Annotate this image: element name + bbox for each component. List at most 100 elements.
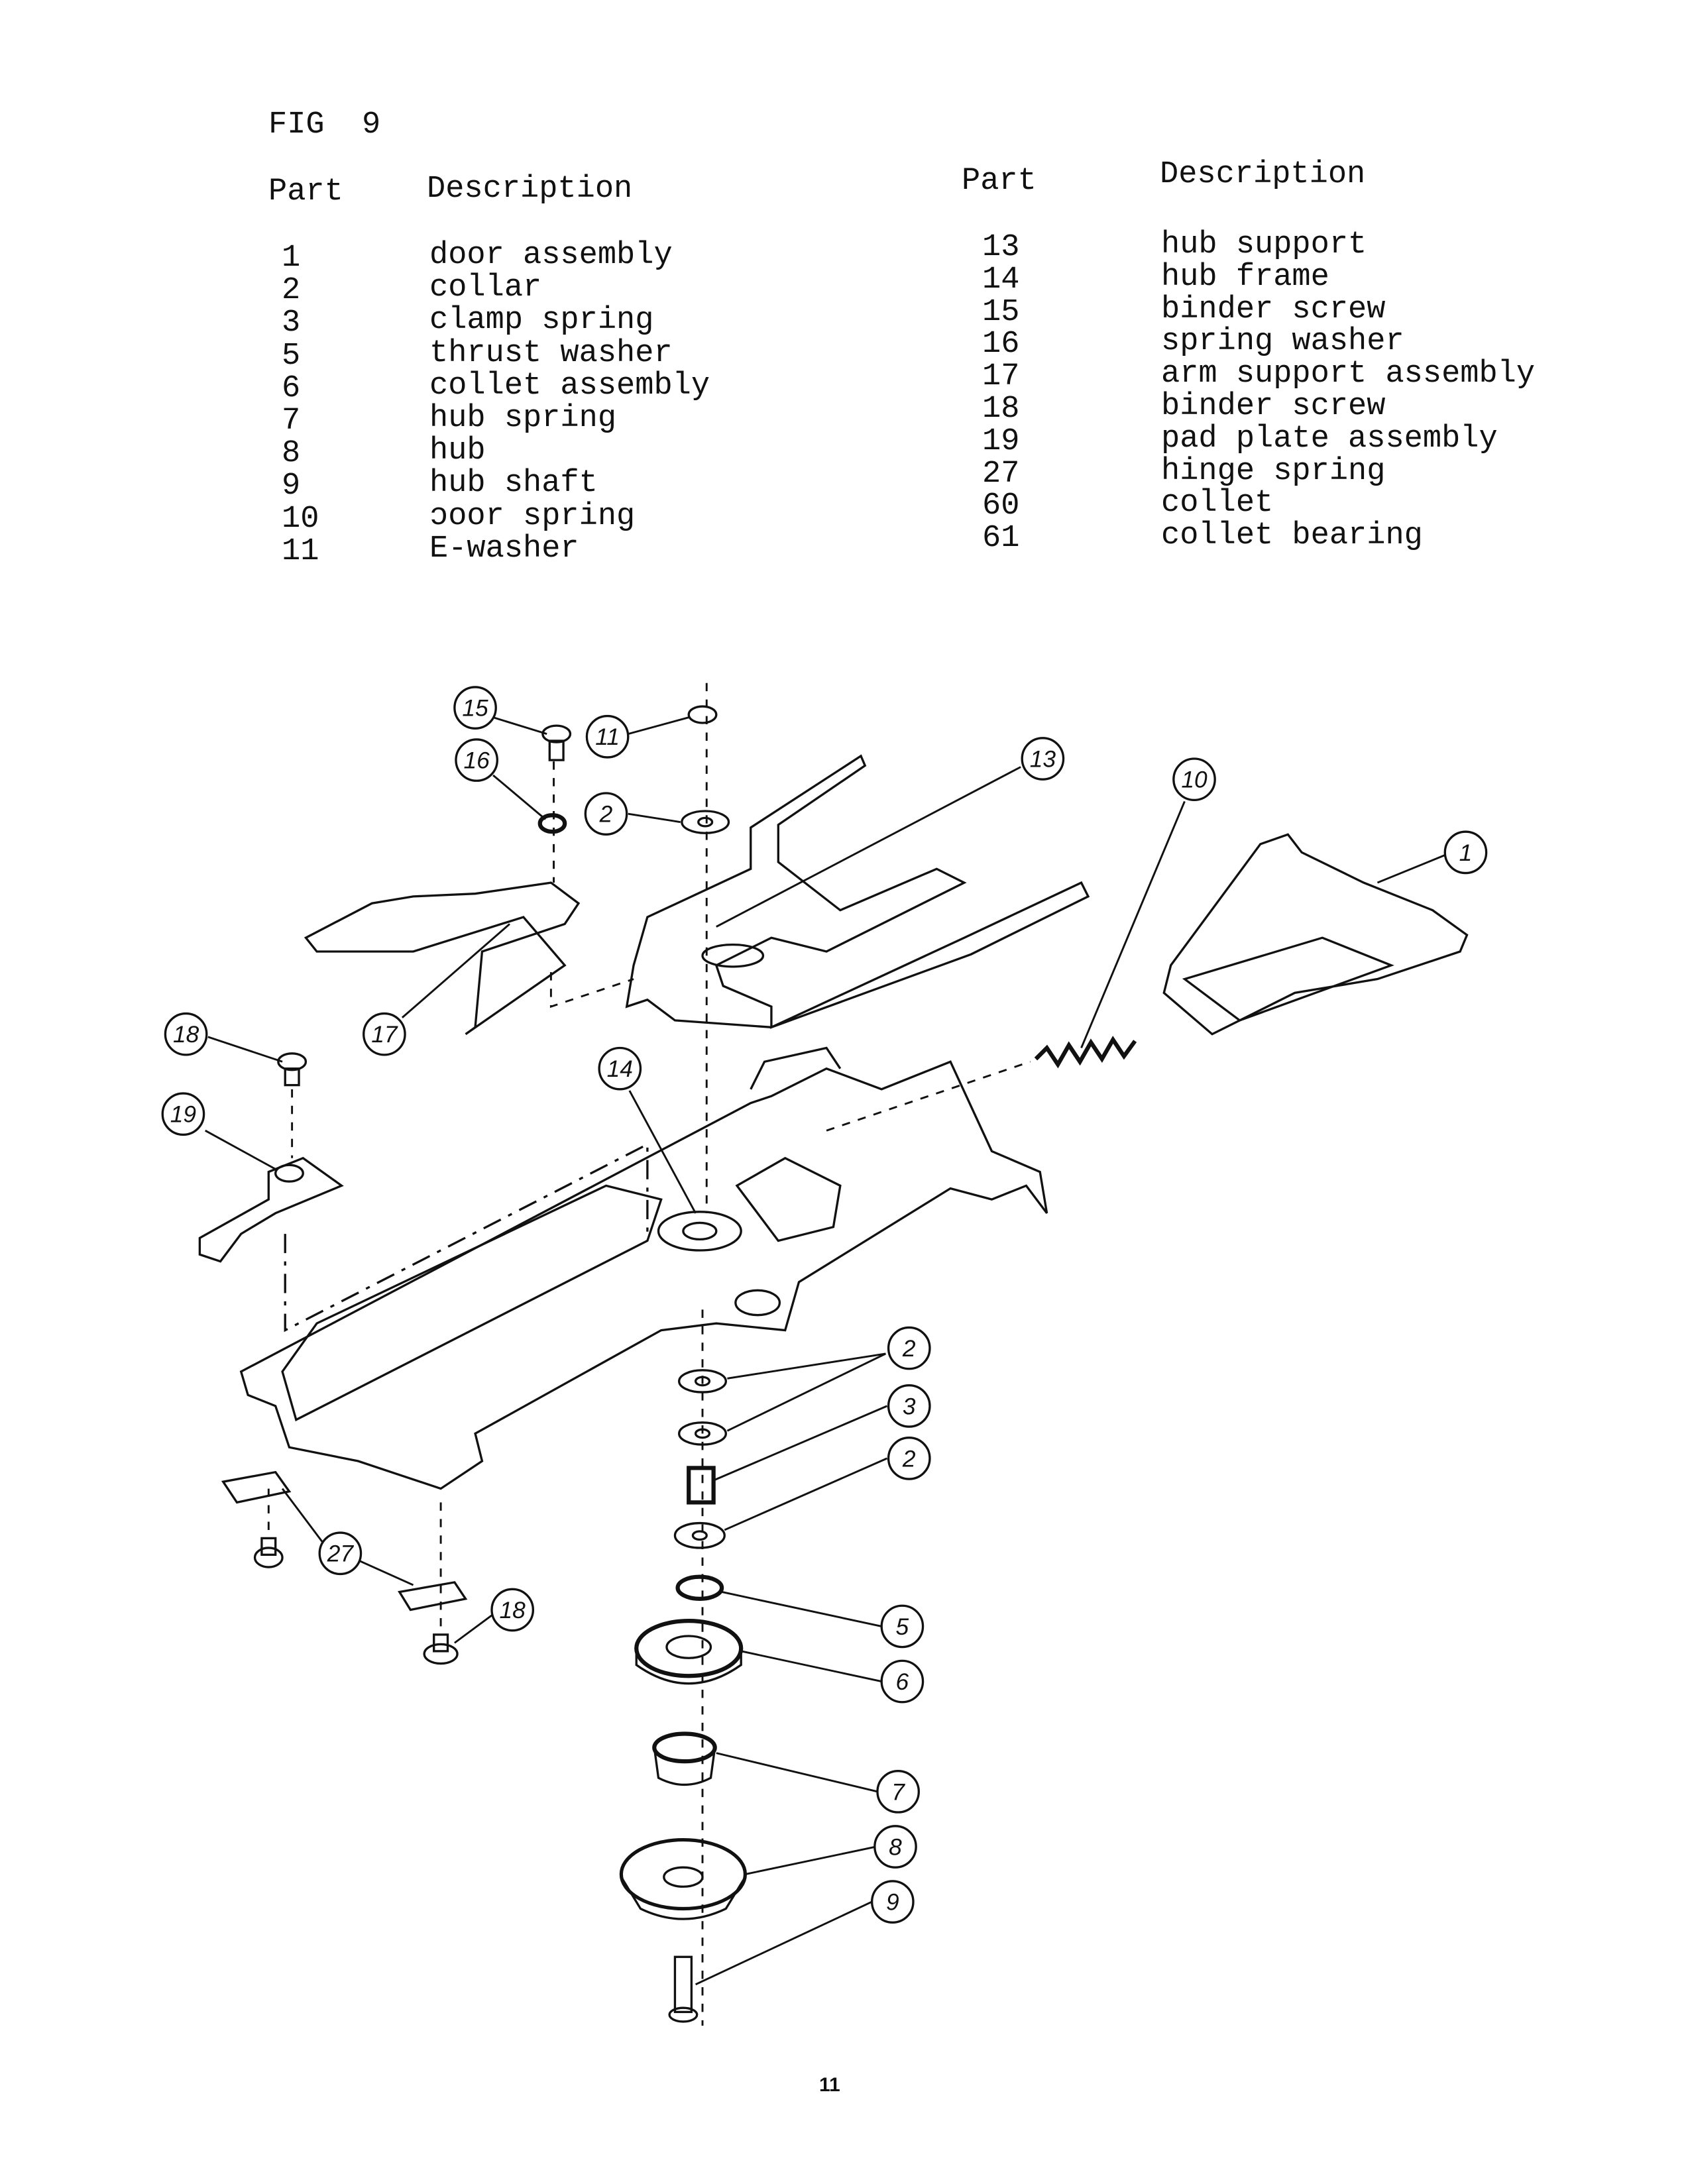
- callout-1: 1: [1443, 830, 1488, 875]
- part-description: door assembly: [429, 238, 673, 273]
- callout-label: 9: [886, 1890, 899, 1916]
- callout-2: 2: [887, 1326, 931, 1370]
- callout-circle: [887, 1326, 931, 1370]
- part-description: thrust washer: [429, 335, 673, 371]
- part-description: E-washer: [429, 531, 579, 567]
- part-number: 11: [282, 533, 319, 569]
- callout-circle: [880, 1604, 925, 1649]
- callout-circle: [164, 1012, 208, 1056]
- thrust-washer: [675, 1574, 724, 1601]
- part-description: binder screw: [1161, 389, 1386, 424]
- callout-label: 15: [462, 696, 488, 722]
- hub-frame: [239, 1046, 1048, 1490]
- callout-circle: [876, 1770, 920, 1814]
- callout-label: 16: [463, 748, 490, 774]
- callout-10: 10: [1172, 757, 1216, 802]
- screw: [253, 1537, 284, 1568]
- part-number: 15: [982, 294, 1020, 330]
- callout-label: 18: [173, 1022, 199, 1048]
- part-description: binder screw: [1161, 292, 1386, 327]
- header-part: Part: [268, 174, 343, 209]
- callout-label: 5: [896, 1614, 909, 1640]
- callout-circle: [585, 714, 630, 759]
- callout-label: 8: [889, 1834, 902, 1860]
- part-number: 2: [282, 273, 301, 309]
- part-description: pad plate assembly: [1161, 421, 1498, 457]
- callout-3: 3: [887, 1384, 931, 1428]
- callout-18: 18: [490, 1588, 535, 1632]
- callout-19: 19: [161, 1092, 205, 1136]
- collar: [673, 1521, 726, 1549]
- figure-title: FIG 9: [268, 107, 381, 142]
- callout-label: 7: [891, 1779, 905, 1805]
- part-number: 3: [282, 305, 301, 341]
- callout-17: 17: [363, 1012, 406, 1056]
- part-number: 7: [282, 404, 301, 439]
- callout-13: 13: [1021, 737, 1065, 781]
- callout-circle: [584, 792, 628, 836]
- callout-11: 11: [585, 714, 630, 759]
- part-number: 10: [282, 501, 319, 537]
- part-number: 6: [282, 370, 301, 406]
- callout-18: 18: [164, 1012, 208, 1056]
- part-description: collet assembly: [429, 368, 710, 404]
- clamp-spring: [687, 1466, 716, 1505]
- callout-circle: [161, 1092, 205, 1136]
- callout-circle: [455, 738, 498, 782]
- part-number: 13: [982, 230, 1020, 265]
- part-description: hub: [429, 433, 486, 469]
- callout-circle: [598, 1046, 642, 1091]
- part-description: hub shaft: [429, 466, 598, 502]
- collar: [681, 810, 730, 834]
- part-number: 60: [982, 488, 1020, 524]
- screw: [541, 724, 572, 761]
- part-description: clamp spring: [429, 303, 654, 339]
- callout-9: 9: [870, 1880, 915, 1924]
- callout-circle: [873, 1825, 917, 1869]
- callout-circle: [490, 1588, 535, 1632]
- assembly-centerlines: [267, 682, 1031, 2026]
- header-description: Description: [1160, 157, 1366, 192]
- hub-spring: [652, 1731, 717, 1786]
- callout-label: 2: [599, 802, 613, 828]
- callout-label: 27: [327, 1541, 355, 1567]
- part-description: ɔoor spring: [429, 498, 636, 534]
- part-description: collet bearing: [1161, 518, 1423, 554]
- part-number: 8: [282, 436, 301, 472]
- screw: [277, 1052, 308, 1087]
- arm-support-assembly: [304, 881, 581, 1036]
- page-number: 11: [819, 2074, 840, 2096]
- callout-circle: [870, 1880, 915, 1924]
- callout-circle: [363, 1012, 406, 1056]
- callout-label: 17: [371, 1022, 398, 1048]
- callout-circle: [318, 1531, 363, 1576]
- callout-14: 14: [598, 1046, 642, 1091]
- callout-2: 2: [887, 1437, 931, 1480]
- e-washer: [687, 705, 718, 724]
- callout-label: 10: [1181, 767, 1208, 793]
- callout-5: 5: [880, 1604, 925, 1649]
- callout-label: 2: [902, 1446, 916, 1472]
- callout-label: 14: [607, 1056, 633, 1082]
- screw: [423, 1633, 459, 1665]
- part-description: spring washer: [1161, 324, 1404, 360]
- collet-assembly: [634, 1619, 744, 1685]
- callout-label: 6: [896, 1669, 909, 1695]
- part-number: 17: [982, 359, 1020, 395]
- callout-label: 11: [595, 724, 620, 750]
- part-description: collar: [429, 270, 542, 306]
- door-spring: [1034, 1036, 1137, 1069]
- callout-circle: [453, 686, 497, 730]
- part-description: hub support: [1161, 227, 1367, 262]
- part-description: hub spring: [429, 401, 617, 436]
- part-description: hinge spring: [1161, 453, 1386, 489]
- callout-15: 15: [453, 686, 497, 730]
- callouts: 15 11 16 2 13 10 1 17 18 14 19 2 3 2 27 18 5 6 7 8 9: [161, 686, 1488, 1924]
- part-description: hub frame: [1161, 259, 1329, 295]
- callout-circle: [880, 1659, 925, 1704]
- hinge-plate: [221, 1470, 292, 1504]
- header-part: Part: [962, 164, 1037, 199]
- callout-label: 13: [1030, 746, 1056, 772]
- callout-circle: [887, 1384, 931, 1428]
